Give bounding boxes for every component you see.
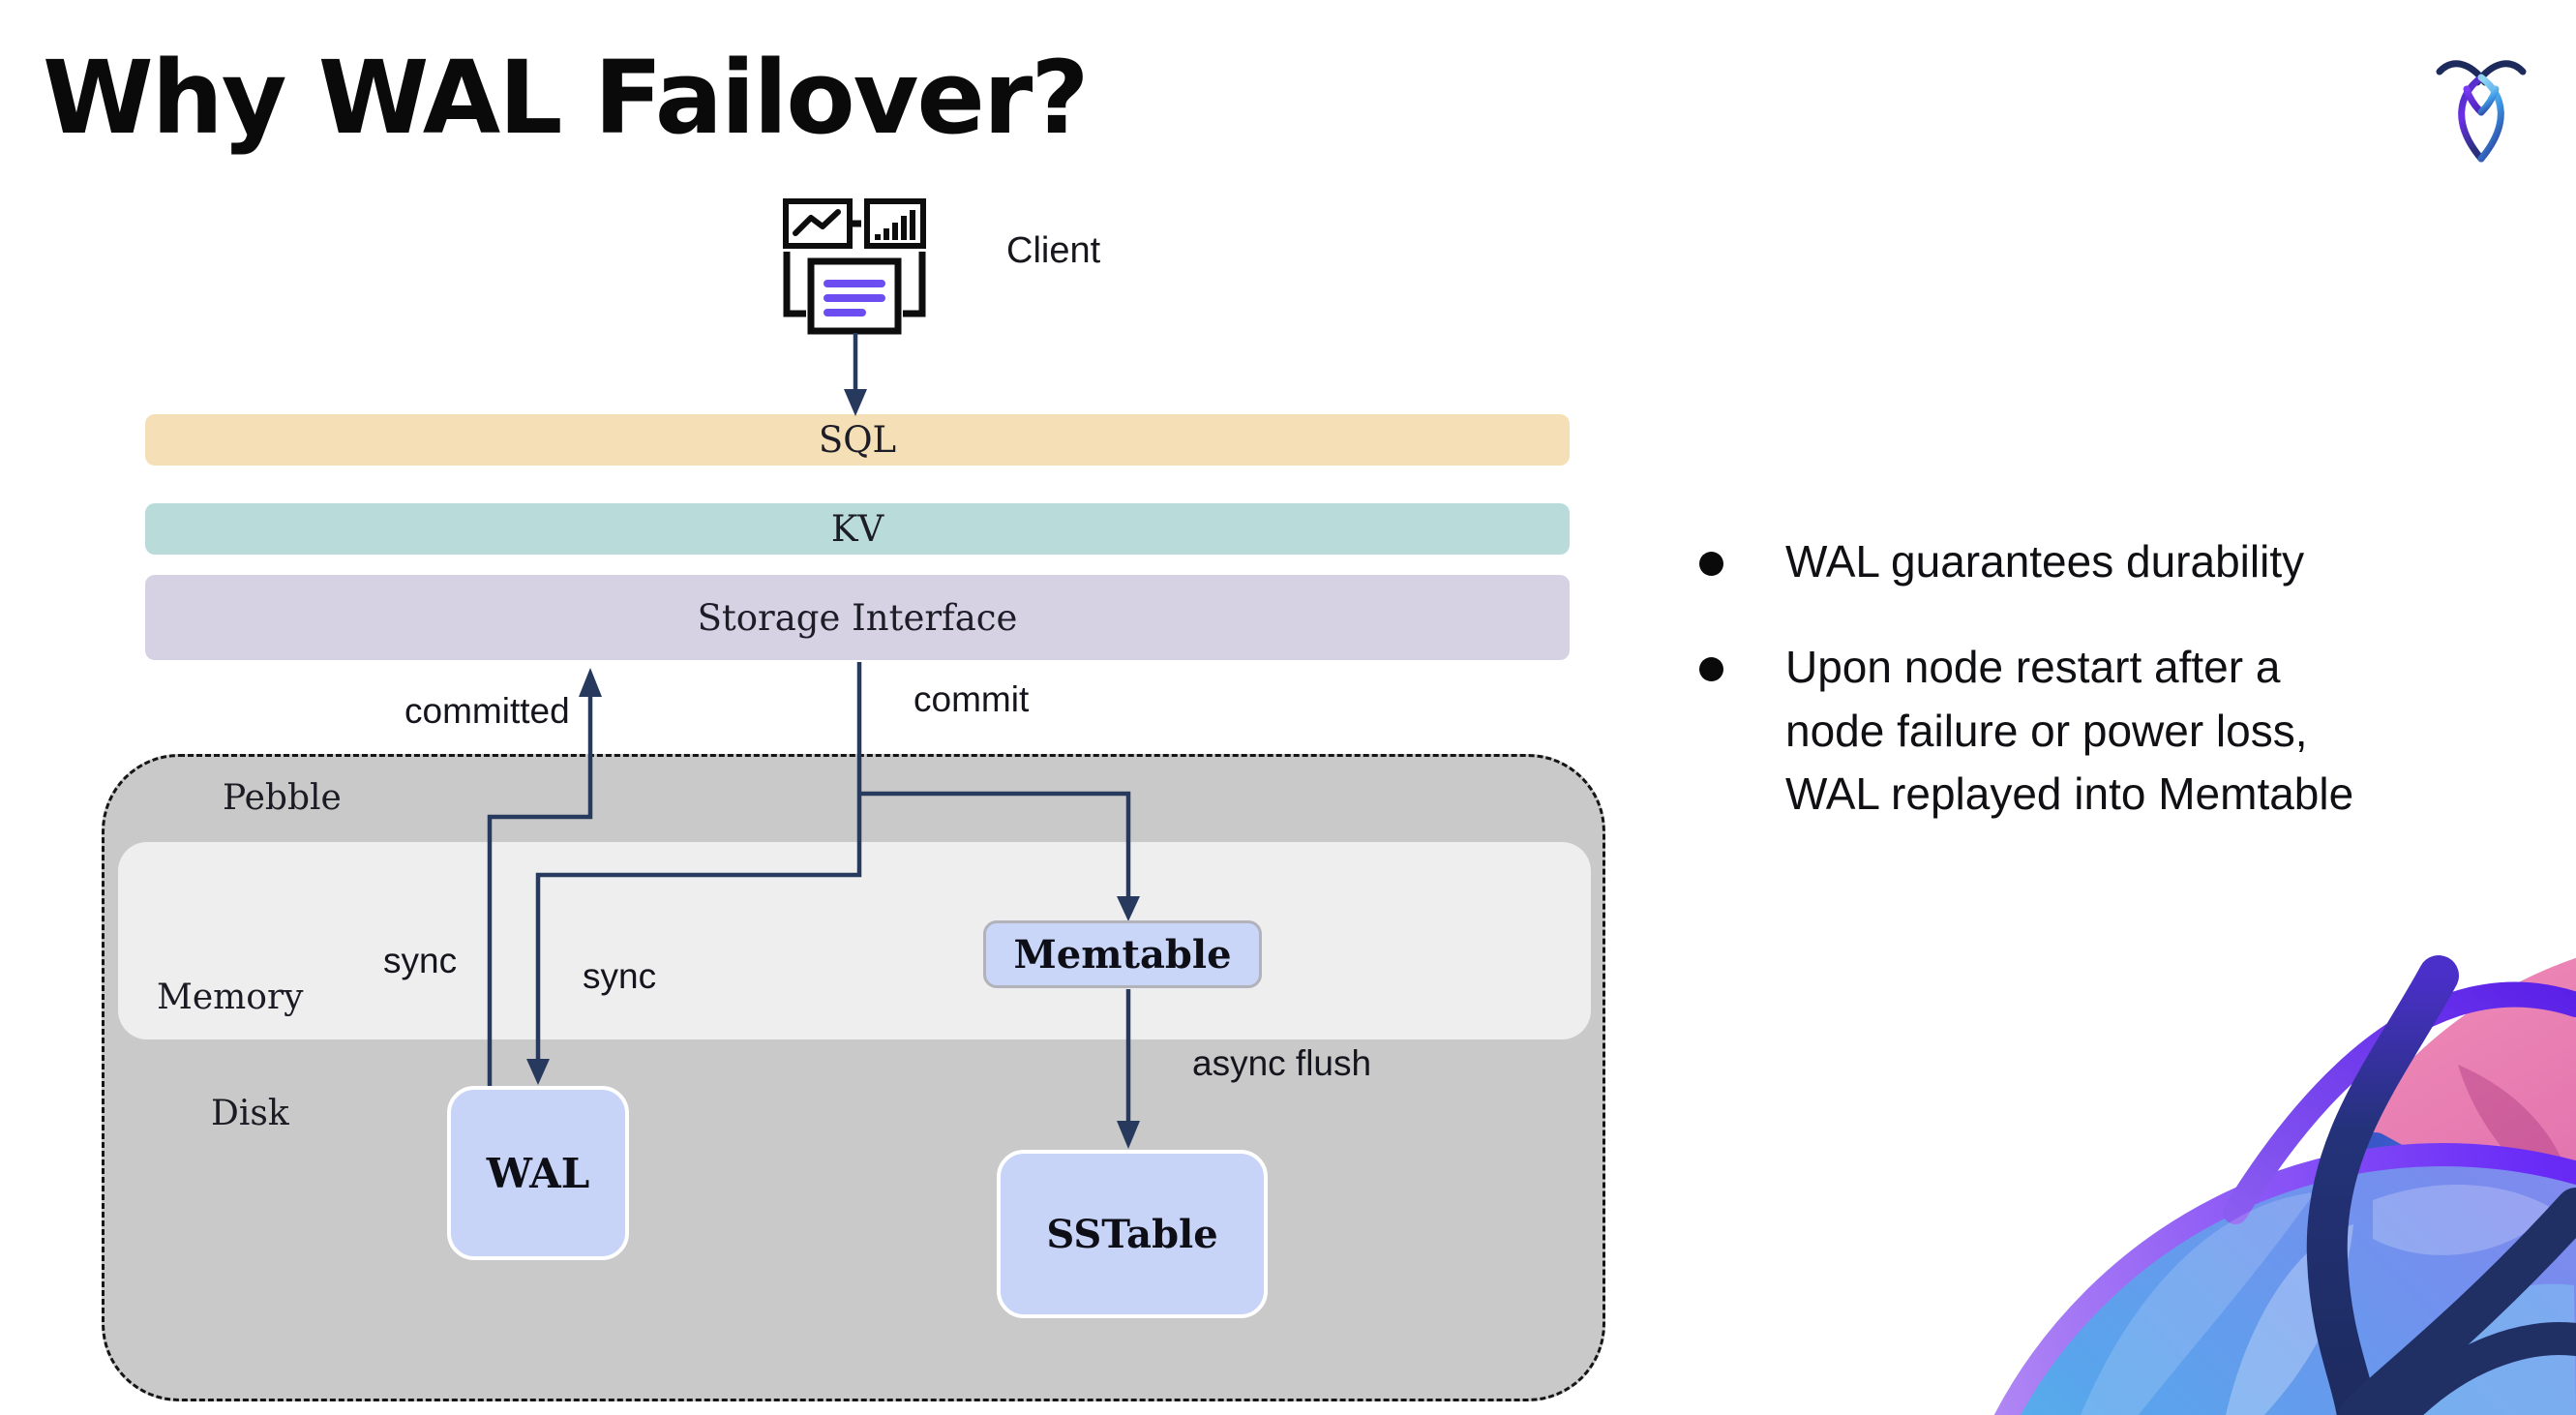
sql-layer-bar: SQL <box>145 414 1570 466</box>
bracket-left-icon <box>783 252 806 317</box>
client-label: Client <box>1006 230 1101 271</box>
list-item: Upon node restart after a node failure o… <box>1699 636 2531 826</box>
memory-region <box>118 842 1591 1039</box>
memtable-box: Memtable <box>983 920 1262 988</box>
wal-box: WAL <box>447 1086 629 1260</box>
kv-layer-bar: KV <box>145 503 1570 555</box>
commit-label: commit <box>914 679 1030 719</box>
memory-label: Memory <box>157 978 304 1017</box>
client-icon <box>783 198 926 335</box>
list-item: WAL guarantees durability <box>1699 530 2531 593</box>
cockroach-logo-icon <box>2436 60 2527 163</box>
bracket-right-icon <box>903 252 926 317</box>
bullet-dot-icon <box>1699 657 1723 682</box>
line-chart-icon <box>783 198 853 249</box>
brand-corner-decoration <box>1993 955 2576 1415</box>
sync-right-label: sync <box>583 956 657 996</box>
sstable-box: SSTable <box>997 1150 1268 1318</box>
page-title: Why WAL Failover? <box>43 39 1090 157</box>
async-flush-label: async flush <box>1192 1043 1372 1083</box>
storage-interface-layer-bar: Storage Interface <box>145 575 1570 660</box>
disk-label: Disk <box>211 1094 289 1133</box>
bullet-text: Upon node restart after a node failure o… <box>1785 642 2354 819</box>
pebble-label: Pebble <box>223 778 342 818</box>
pebble-container: Pebble Memory Disk <box>102 754 1605 1401</box>
sync-left-label: sync <box>383 941 458 980</box>
bullet-text: WAL guarantees durability <box>1785 536 2305 587</box>
committed-label: committed <box>404 691 570 731</box>
bullet-dot-icon <box>1699 552 1723 576</box>
bullet-list: WAL guarantees durability Upon node rest… <box>1699 530 2531 868</box>
